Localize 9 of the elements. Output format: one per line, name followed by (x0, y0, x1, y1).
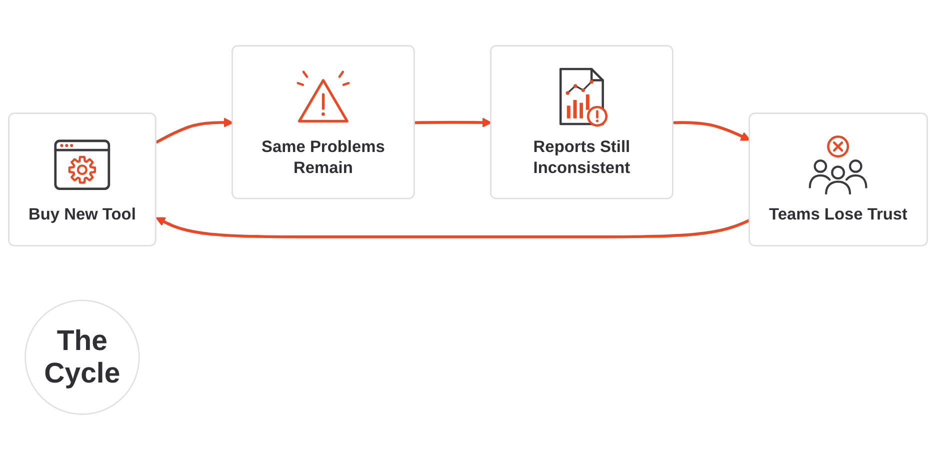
step-label: Same Problems Remain (260, 138, 386, 179)
arrow (673, 121, 750, 141)
hub-title: The Cycle (43, 324, 122, 390)
step-label: Reports Still Inconsistent (532, 138, 632, 179)
arrow (155, 118, 234, 144)
step-label: Teams Lose Trust (769, 205, 908, 226)
arrow (414, 118, 492, 128)
step-label: Buy New Tool (28, 205, 136, 226)
arrow (156, 217, 750, 238)
